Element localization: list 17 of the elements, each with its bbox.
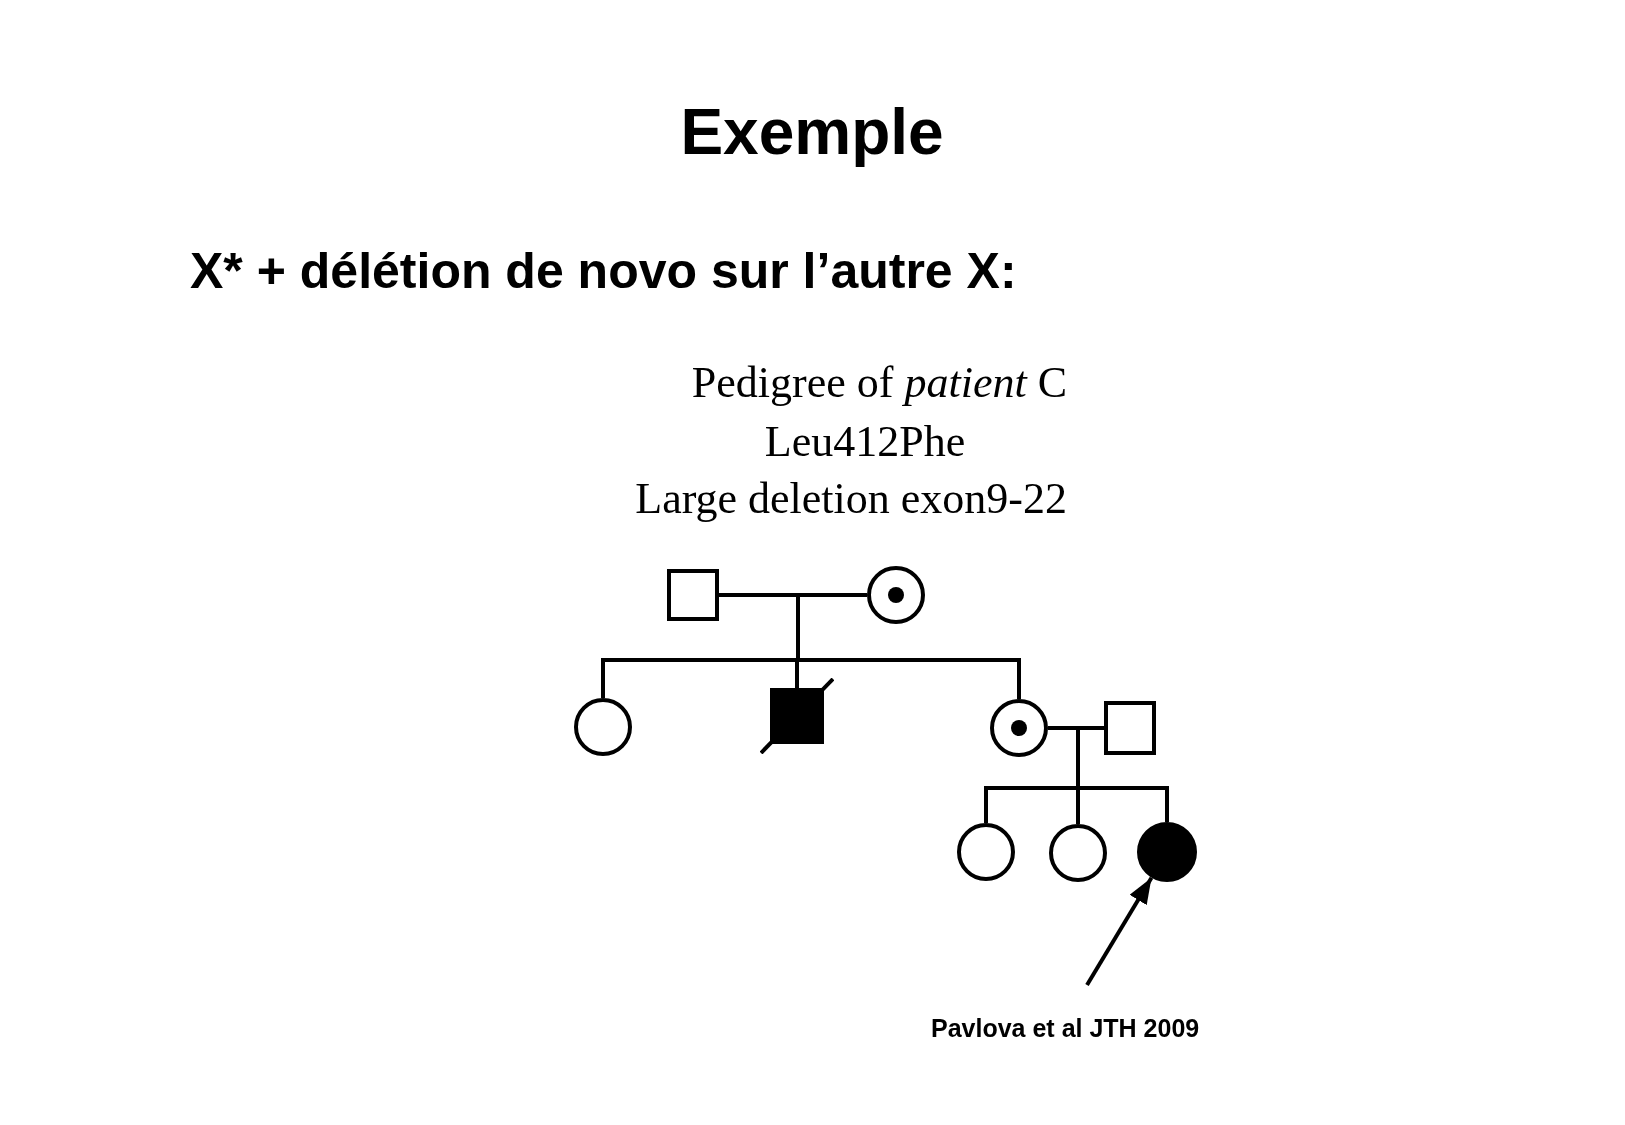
carrier-female-symbol bbox=[867, 566, 925, 624]
female-symbol bbox=[1049, 824, 1107, 882]
female-symbol bbox=[574, 698, 632, 756]
subtitle: X* + délétion de novo sur l’autre X: bbox=[190, 242, 1017, 301]
affected-female-symbol bbox=[1137, 822, 1197, 882]
deceased-affected-male-symbol bbox=[760, 678, 834, 754]
descent-line bbox=[796, 593, 1021, 699]
male-symbol bbox=[667, 569, 719, 621]
citation: Pavlova et al JTH 2009 bbox=[931, 1013, 1200, 1043]
mutation-label: Leu412Phe bbox=[764, 416, 966, 468]
pedigree-title: Pedigree of patient C bbox=[691, 357, 1067, 409]
carrier-female-symbol bbox=[990, 699, 1048, 757]
deletion-label: Large deletion exon9-22 bbox=[635, 473, 1067, 525]
female-symbol bbox=[957, 823, 1015, 881]
male-symbol bbox=[1104, 701, 1156, 755]
arrow bbox=[1085, 876, 1154, 987]
title: Exemple bbox=[680, 95, 944, 170]
